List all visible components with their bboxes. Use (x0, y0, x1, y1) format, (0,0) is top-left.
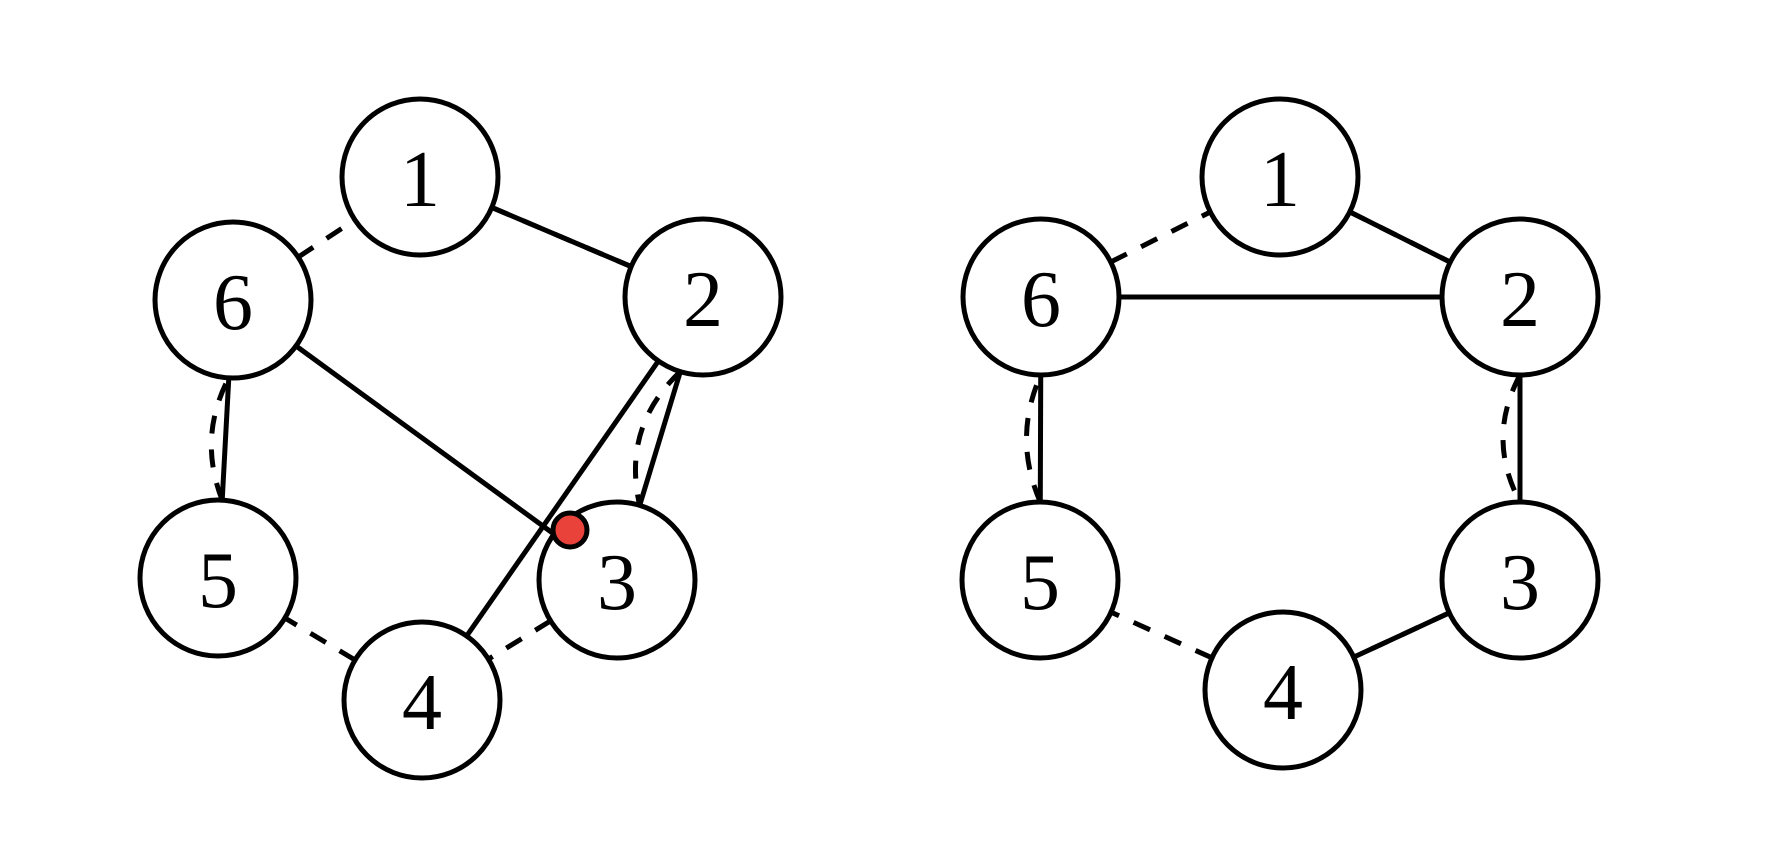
edge-2-4-solid (464, 359, 661, 638)
edge-4-5-dashed (1110, 609, 1213, 661)
node-1-label: 1 (400, 136, 440, 224)
edge-6-1-dashed (296, 217, 357, 260)
node-1-label: 1 (1260, 136, 1300, 224)
edge-2-3-solid (637, 370, 683, 507)
node-6-circle[interactable] (960, 216, 1122, 378)
node-5-circle[interactable] (959, 499, 1121, 661)
edge-1-2-solid (1348, 209, 1452, 265)
node-6-label: 6 (213, 259, 253, 347)
node-3-label: 3 (597, 539, 637, 627)
left-graph-group: 1 2 3 4 5 6 (137, 96, 784, 781)
node-4-label: 4 (1263, 649, 1303, 737)
node-6-label: 6 (1021, 256, 1061, 344)
edge-6-1-dashed (1109, 209, 1212, 265)
node-5-label: 5 (198, 537, 238, 625)
edge-3-4-solid (1352, 610, 1451, 660)
edge-2-3-dashed (1500, 373, 1523, 504)
node-4-circle[interactable] (1202, 609, 1364, 771)
crossing-marker-1[interactable] (550, 510, 590, 550)
edge-5-6-dashed (1024, 373, 1044, 503)
node-4-circle[interactable] (341, 619, 503, 781)
node-5-label: 5 (1020, 539, 1060, 627)
edge-6-3-solid (294, 343, 556, 537)
edge-2-3-dashed (632, 369, 683, 506)
node-2-label: 2 (1500, 256, 1540, 344)
node-3-label: 3 (1500, 539, 1540, 627)
edge-1-2-solid (490, 205, 633, 269)
edge-4-5-dashed (283, 615, 357, 663)
node-5-circle[interactable] (137, 497, 299, 659)
node-1-circle[interactable] (1199, 96, 1361, 258)
node-2-circle[interactable] (622, 216, 784, 378)
node-4-label: 4 (402, 659, 442, 747)
node-3-circle[interactable] (1439, 499, 1601, 661)
edge-5-6-solid (219, 377, 232, 501)
right-graph-group: 1 2 3 4 5 6 (959, 96, 1601, 771)
node-2-circle[interactable] (1439, 216, 1601, 378)
node-2-label: 2 (683, 256, 723, 344)
node-6-circle[interactable] (152, 219, 314, 381)
node-1-circle[interactable] (339, 96, 501, 258)
edge-5-6-dashed (208, 376, 232, 502)
edge-3-4-dashed (487, 618, 552, 662)
